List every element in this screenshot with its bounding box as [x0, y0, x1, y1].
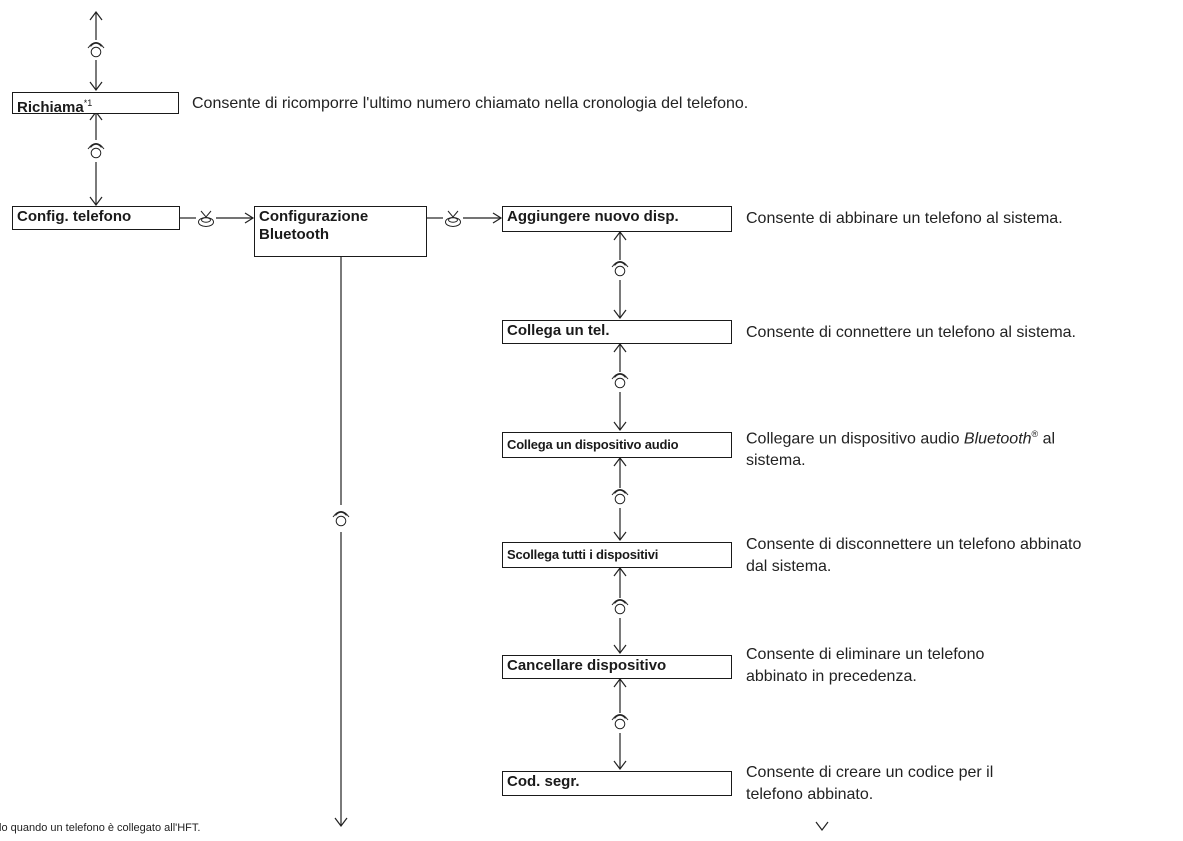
- footnote: lo quando un telefono è collegato all'HF…: [0, 822, 201, 834]
- menu-item-collega-dispositivo-audio[interactable]: Collega un dispositivo audio: [502, 432, 732, 458]
- menu-item-label: Collega un tel.: [507, 322, 610, 339]
- description-text: al: [1038, 430, 1056, 448]
- description-collega-tel: Consente di connettere un telefono al si…: [746, 324, 1076, 341]
- menu-item-label: Bluetooth: [259, 226, 329, 243]
- description-text: abbinato in precedenza.: [746, 668, 917, 685]
- description-aggiungere: Consente di abbinare un telefono al sist…: [746, 210, 1063, 227]
- press-knob-icon: [198, 210, 214, 227]
- description-scollega: Consente di disconnettere un telefono ab…: [746, 534, 1176, 578]
- selector-knob-icon: [611, 373, 629, 389]
- description-text: sistema.: [746, 452, 806, 470]
- selector-knob-icon: [87, 42, 105, 58]
- description-collega-audio: Collegare un dispositivo audio Bluetooth…: [746, 423, 1166, 472]
- press-knob-icon: [445, 210, 461, 227]
- menu-item-label: Cod. segr.: [507, 773, 580, 790]
- description-richiama: Consente di ricomporre l'ultimo numero c…: [192, 95, 749, 112]
- description-text-italic: Bluetooth: [963, 430, 1032, 448]
- menu-item-config-telefono[interactable]: Config. telefono: [12, 206, 180, 230]
- selector-knob-icon: [87, 143, 105, 159]
- menu-item-richiama[interactable]: Richiama*1: [12, 92, 179, 116]
- description-text: dal sistema.: [746, 558, 832, 575]
- selector-knob-icon: [611, 599, 629, 615]
- selector-knob-icon: [332, 511, 350, 527]
- menu-item-label: Cancellare dispositivo: [507, 657, 667, 674]
- description-text: telefono abbinato.: [746, 786, 874, 803]
- selector-knob-icon: [611, 261, 629, 277]
- menu-item-label: Configurazione: [259, 208, 369, 225]
- description-cancellare: Consente di eliminare un telefono abbina…: [746, 644, 1166, 688]
- selector-knob-icon: [611, 714, 629, 730]
- menu-item-aggiungere-nuovo-disp[interactable]: Aggiungere nuovo disp.: [502, 206, 732, 232]
- menu-item-label: Aggiungere nuovo disp.: [507, 208, 679, 225]
- menu-item-cancellare-dispositivo[interactable]: Cancellare dispositivo: [502, 655, 732, 679]
- registered-mark: ®: [1031, 429, 1039, 439]
- menu-item-label: Scollega tutti i dispositivi: [507, 547, 659, 562]
- menu-item-label: Richiama: [17, 99, 84, 116]
- menu-item-label: Collega un dispositivo audio: [507, 437, 679, 452]
- menu-item-configurazione-bluetooth[interactable]: Configurazione Bluetooth: [254, 206, 427, 257]
- menu-item-collega-un-tel[interactable]: Collega un tel.: [502, 320, 732, 344]
- selector-knob-icon: [611, 489, 629, 505]
- menu-item-scollega-tutti[interactable]: Scollega tutti i dispositivi: [502, 542, 732, 568]
- menu-item-cod-segr[interactable]: Cod. segr.: [502, 771, 732, 796]
- description-text: Collegare un dispositivo audio: [746, 430, 964, 448]
- description-text: Consente di eliminare un telefono: [746, 646, 985, 663]
- description-text: Consente di creare un codice per il: [746, 764, 994, 781]
- description-text: Consente di disconnettere un telefono ab…: [746, 536, 1082, 553]
- description-cod-segr: Consente di creare un codice per il tele…: [746, 762, 1166, 806]
- menu-item-label: Config. telefono: [17, 208, 132, 225]
- footnote-ref: *1: [83, 98, 93, 108]
